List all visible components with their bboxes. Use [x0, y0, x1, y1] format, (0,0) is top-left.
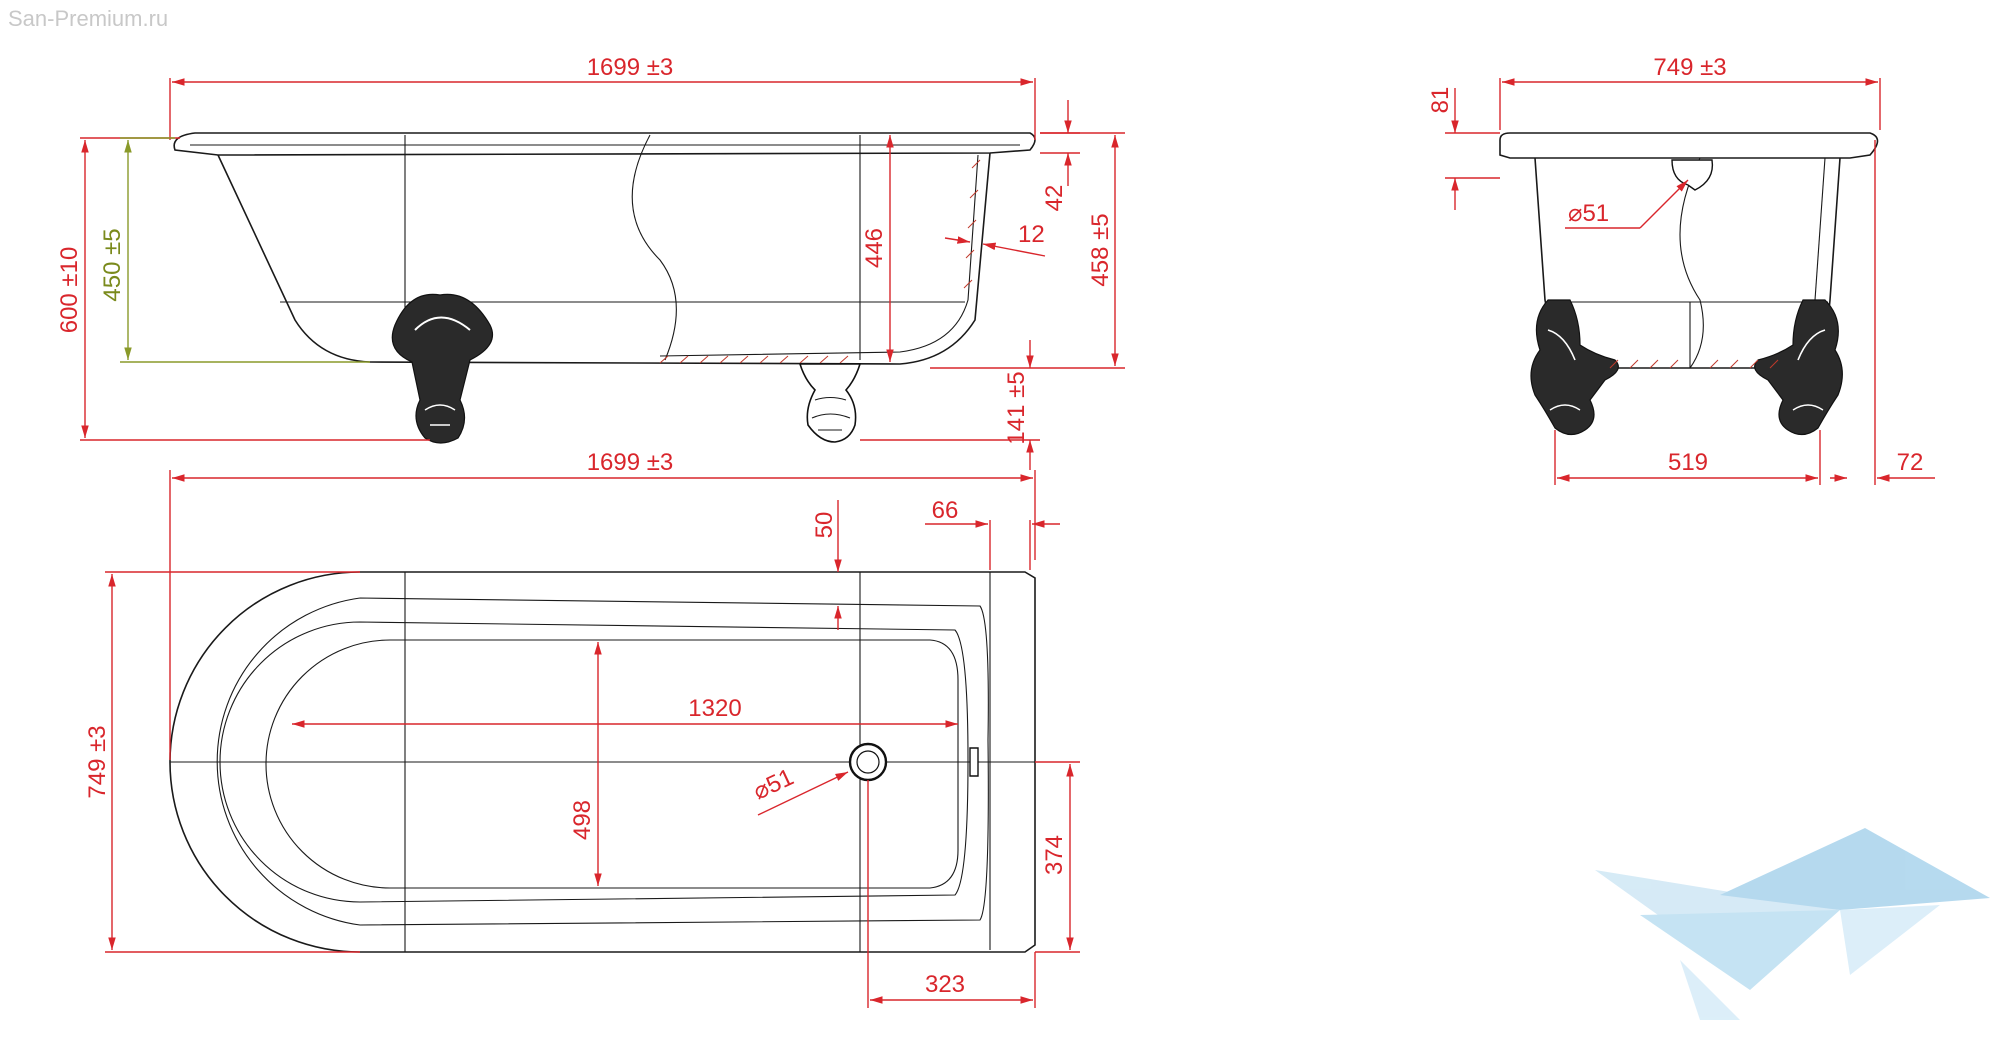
dim-plan-374: 374 [1041, 835, 1068, 875]
plan-view: 1699 ±3 50 66 1320 498 ⌀51 749 ±3 374 32… [84, 449, 1080, 1008]
dim-length-side: 1699 ±3 [587, 54, 674, 81]
dim-height-600: 600 ±10 [56, 247, 83, 334]
dim-width-plan: 749 ±3 [84, 725, 111, 798]
claw-foot-right-side [798, 363, 862, 443]
dim-rim-42: 42 [1041, 185, 1068, 212]
dim-plan-66: 66 [932, 497, 959, 524]
brand-logo [1595, 828, 1990, 1020]
claw-foot-right-end [1754, 299, 1843, 436]
dim-plan-50: 50 [811, 512, 838, 539]
dim-basin-1320: 1320 [688, 695, 741, 722]
site-watermark: San-Premium.ru [8, 6, 169, 31]
dim-basin-498: 498 [569, 800, 596, 840]
dim-plan-323: 323 [925, 971, 965, 998]
dim-length-plan: 1699 ±3 [587, 449, 674, 476]
dim-wall-12: 12 [1018, 221, 1045, 248]
dim-height-450: 450 ±5 [99, 228, 126, 301]
claw-foot-left-side [391, 293, 494, 444]
dim-leg-141: 141 ±5 [1003, 371, 1030, 444]
end-view: 749 ±3 81 ⌀51 519 72 [1427, 54, 1935, 485]
side-view: 1699 ±3 446 42 12 458 ±5 600 ±10 450 ±5 … [56, 54, 1125, 470]
dim-width-end: 749 ±3 [1653, 54, 1726, 81]
claw-foot-left-end [1530, 299, 1619, 436]
dim-legs-519: 519 [1668, 449, 1708, 476]
dim-overflow-51: ⌀51 [1568, 200, 1609, 227]
dim-depth-446: 446 [861, 228, 888, 268]
dim-rim-81: 81 [1427, 87, 1454, 114]
dim-inner-458: 458 ±5 [1087, 213, 1114, 286]
dim-offset-72: 72 [1897, 449, 1924, 476]
